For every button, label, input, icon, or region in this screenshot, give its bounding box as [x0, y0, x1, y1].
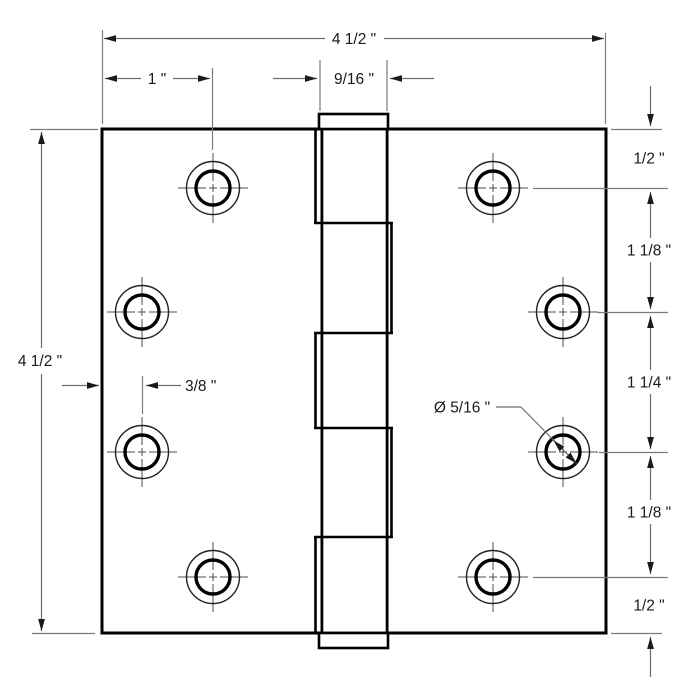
hole-diameter-label: Ø 5/16 " — [434, 400, 490, 417]
overall-height-label: 4 1/2 " — [18, 353, 62, 370]
dimension-side-hole-inset: 3/8 " — [62, 376, 216, 414]
chain-spacing-2-label: 1 1/4 " — [627, 375, 671, 392]
dimension-overall-height: 4 1/2 " — [18, 128, 98, 635]
chain-spacing-3-label: 1 1/8 " — [627, 505, 671, 522]
chain-spacing-1-label: 1 1/8 " — [627, 243, 671, 260]
knuckle-width-label: 9/16 " — [334, 71, 374, 88]
diameter-arrow — [553, 440, 566, 453]
dimension-chain-right: 1/2 " 1 1/8 " 1 1/4 " 1 1/8 " 1/2 " — [533, 86, 671, 677]
top-hole-inset-label: 1 " — [148, 71, 166, 88]
pin-cap-bottom — [317, 631, 390, 650]
left-leaf — [100, 127, 324, 635]
right-leaf — [385, 127, 608, 635]
chain-bottom-margin-label: 1/2 " — [633, 598, 664, 615]
pin-cap-top — [317, 112, 390, 131]
dimension-top-hole-inset: 1 " — [105, 68, 214, 150]
hinge-body — [100, 112, 608, 650]
leader-line — [520, 406, 577, 464]
chain-top-margin-label: 1/2 " — [633, 151, 664, 168]
dimension-overall-width: 4 1/2 " — [101, 30, 607, 124]
dimension-hole-diameter: Ø 5/16 " — [434, 400, 577, 464]
side-hole-inset-label: 3/8 " — [185, 378, 216, 395]
overall-width-label: 4 1/2 " — [332, 31, 376, 48]
barrel — [320, 127, 389, 635]
dimension-knuckle-width: 9/16 " — [273, 60, 434, 111]
